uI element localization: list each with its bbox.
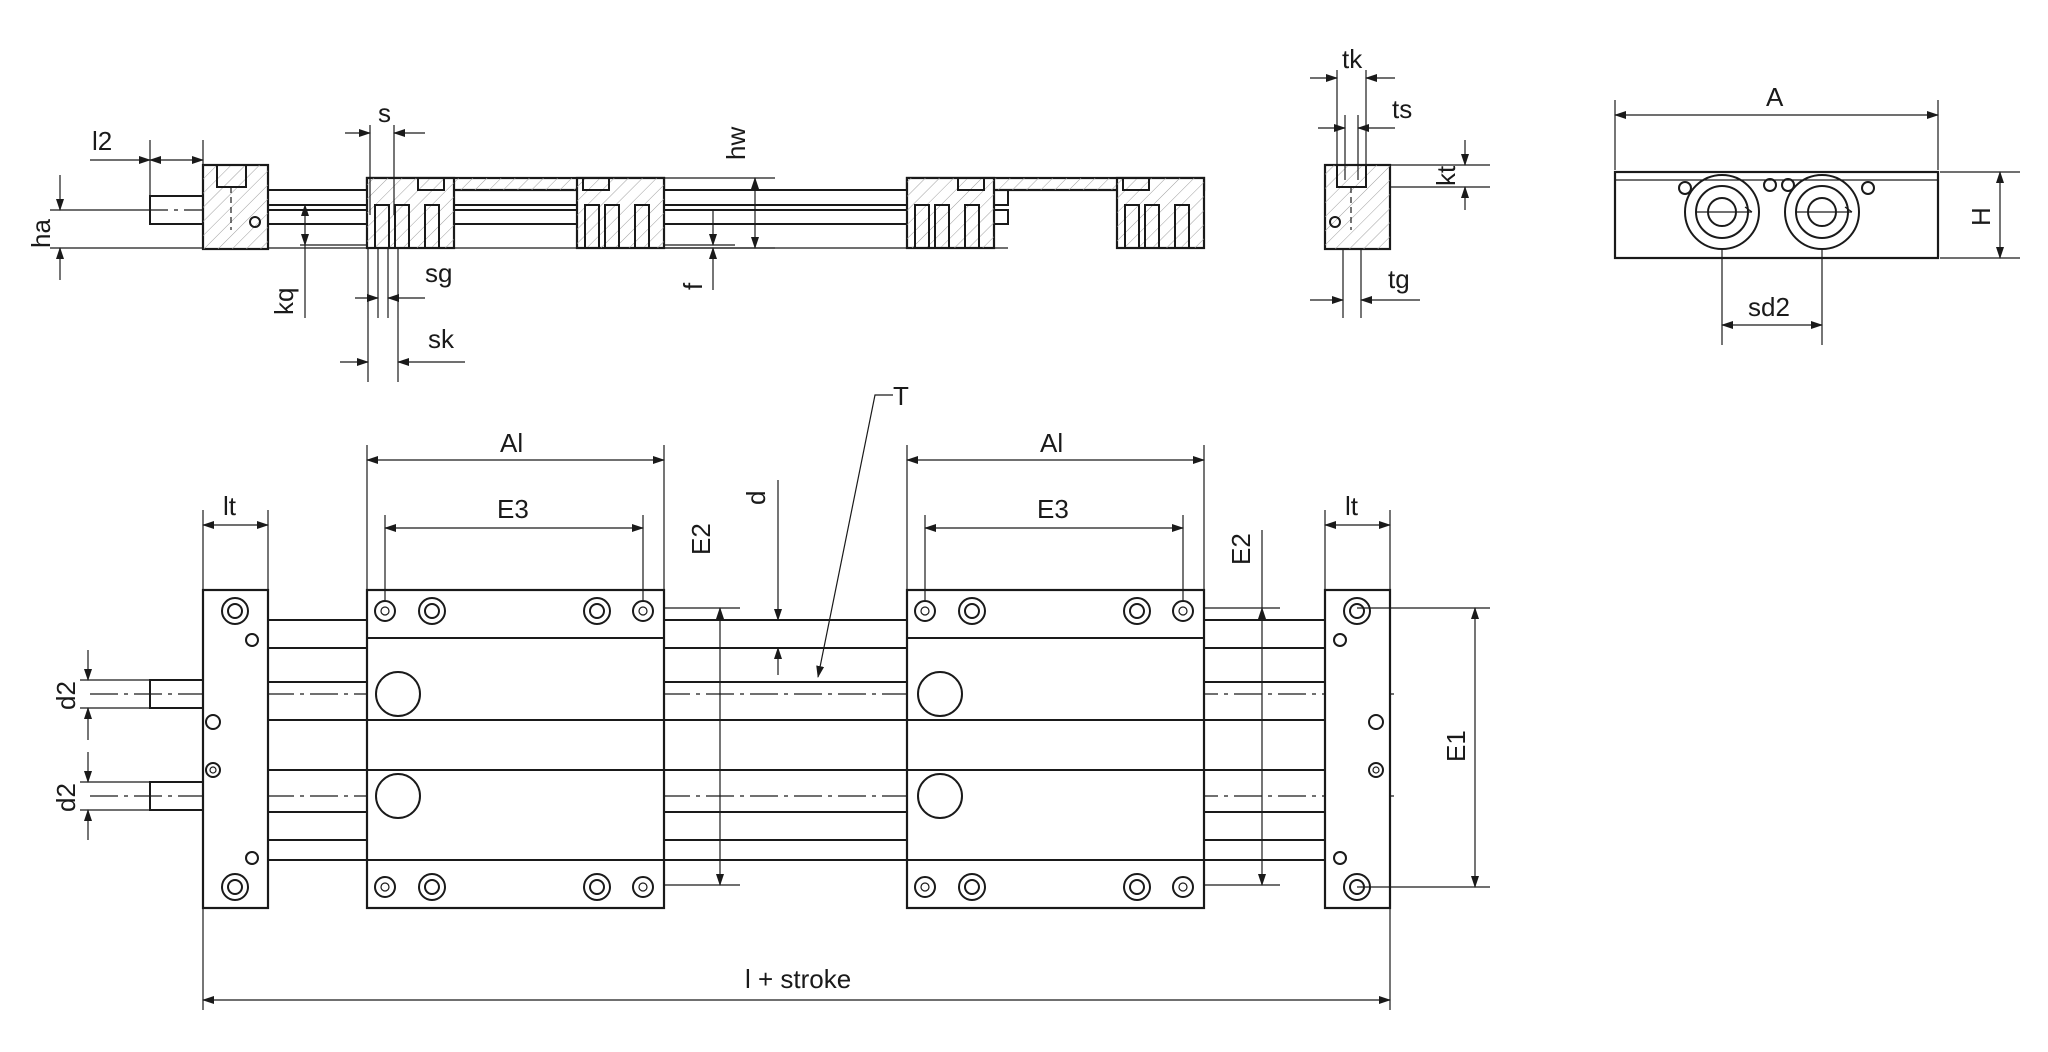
label-l-stroke: l + stroke [745,964,851,994]
side-view [50,70,1490,382]
label-d2-top: d2 [51,681,81,710]
label-lt-right: lt [1345,491,1359,521]
label-ts: ts [1392,94,1412,124]
label-hw: hw [721,127,751,160]
label-A: A [1766,82,1784,112]
label-ha: ha [26,219,56,248]
label-kq: kq [269,288,299,315]
top-view-dimensions [80,394,1490,1010]
label-E3-right: E3 [1037,494,1069,524]
label-E3-left: E3 [497,494,529,524]
end-view-dimensions [1614,100,2020,345]
label-T: T [893,381,909,411]
label-d2-bottom: d2 [51,783,81,812]
label-E2-left: E2 [686,523,716,555]
label-lt-left: lt [223,491,237,521]
label-sk: sk [428,324,455,354]
top-right-carriage-screws [914,597,1194,901]
label-f: f [678,282,708,290]
dimension-labels: l2 s hw tk ts kt ha kq sg f tg sk A H sd… [26,44,1996,994]
label-E2-right: E2 [1226,533,1256,565]
end-view [1613,100,2020,345]
label-l2: l2 [92,126,112,156]
label-kt: kt [1431,165,1461,186]
label-d: d [741,491,771,505]
label-Al-left: Al [500,428,523,458]
top-view [80,394,1490,1010]
top-left-carriage-screws [374,597,654,901]
top-right-carriage [905,588,1206,910]
top-left-carriage [365,588,666,910]
label-Al-right: Al [1040,428,1063,458]
label-sg: sg [425,258,452,288]
end-view-port-right [1784,174,1860,250]
label-s: s [378,98,391,128]
end-view-port-left [1684,174,1760,250]
side-view-dimensions [50,70,1490,382]
label-E1: E1 [1441,730,1471,762]
label-H: H [1966,207,1996,226]
label-tk: tk [1342,44,1363,74]
label-tg: tg [1388,264,1410,294]
label-sd2: sd2 [1748,292,1790,322]
